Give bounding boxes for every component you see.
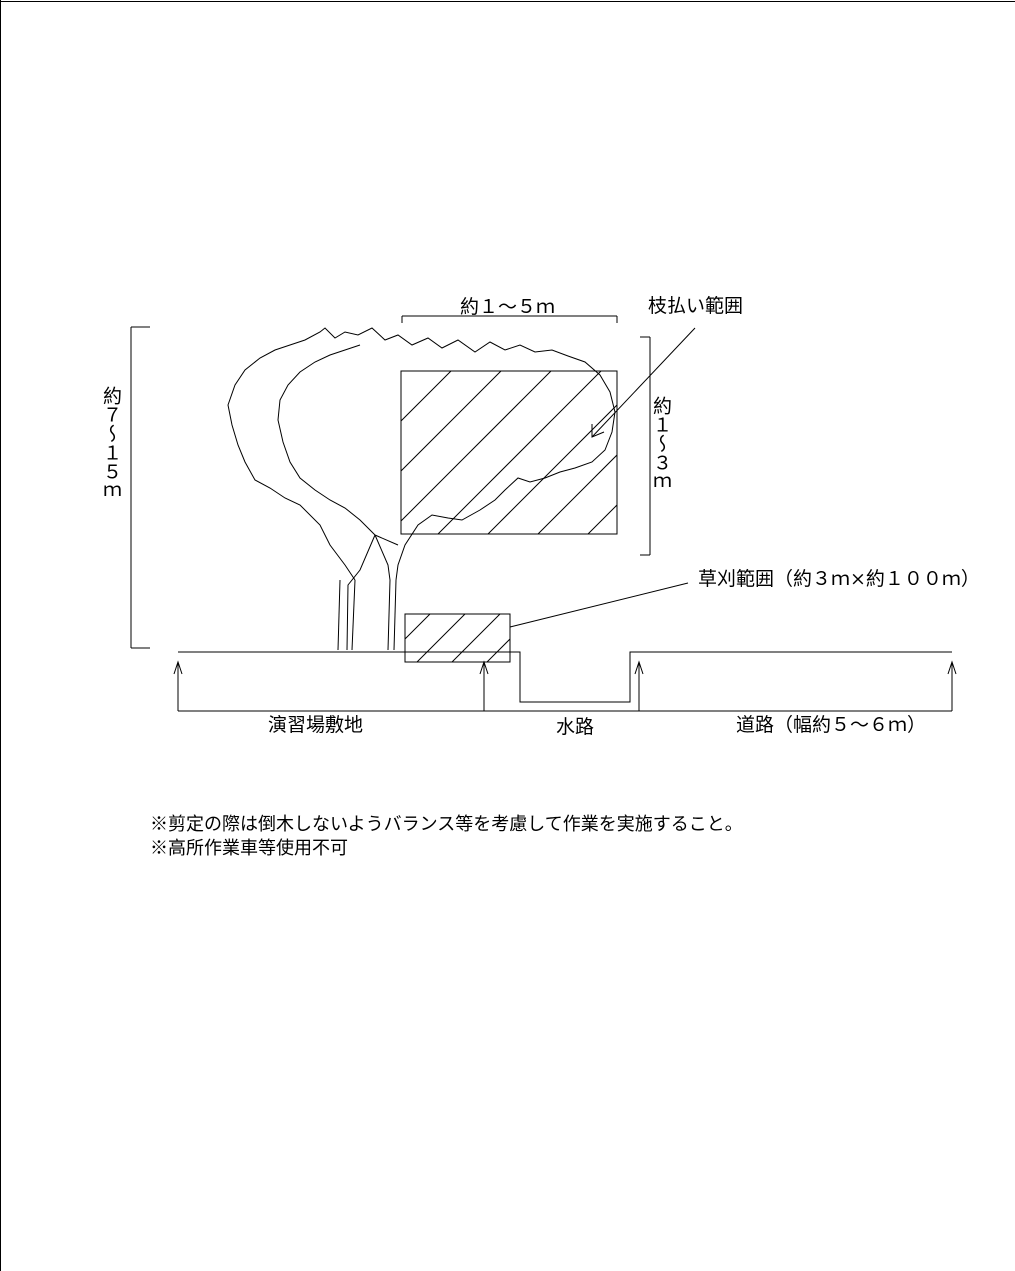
width-dimension-bracket bbox=[401, 315, 618, 323]
tree-height-bracket bbox=[130, 326, 150, 649]
pruning-area-leader bbox=[591, 327, 696, 438]
tree-trunk bbox=[337, 534, 399, 651]
pruning-height-label: 約１～３ｍ bbox=[650, 396, 672, 491]
mowing-area-label: 草刈範囲（約３ｍ×約１００ｍ） bbox=[698, 568, 980, 590]
waterway-label: 水路 bbox=[556, 716, 595, 738]
note-pruning-balance: ※剪定の際は倒木しないようバランス等を考慮して作業を実施すること。 bbox=[150, 814, 743, 835]
pruning-area-box bbox=[400, 370, 618, 535]
mowing-area-leader bbox=[509, 582, 689, 628]
mowing-area-box bbox=[404, 613, 511, 663]
span-arrows bbox=[173, 660, 957, 712]
training-ground-label: 演習場敷地 bbox=[268, 714, 364, 736]
tree-canopy-outer bbox=[227, 327, 616, 581]
tree-height-label: 約７～１５ｍ bbox=[100, 386, 122, 500]
pruning-area-label: 枝払い範囲 bbox=[648, 295, 744, 317]
road-label: 道路（幅約５～６ｍ） bbox=[736, 714, 927, 736]
pruning-height-bracket bbox=[640, 336, 651, 556]
tree-canopy-inner bbox=[277, 344, 376, 536]
width-dimension-label: 約１～５ｍ bbox=[460, 296, 556, 318]
note-no-aerial-vehicle: ※高所作業車等使用不可 bbox=[150, 838, 348, 859]
ground-profile bbox=[178, 651, 952, 703]
